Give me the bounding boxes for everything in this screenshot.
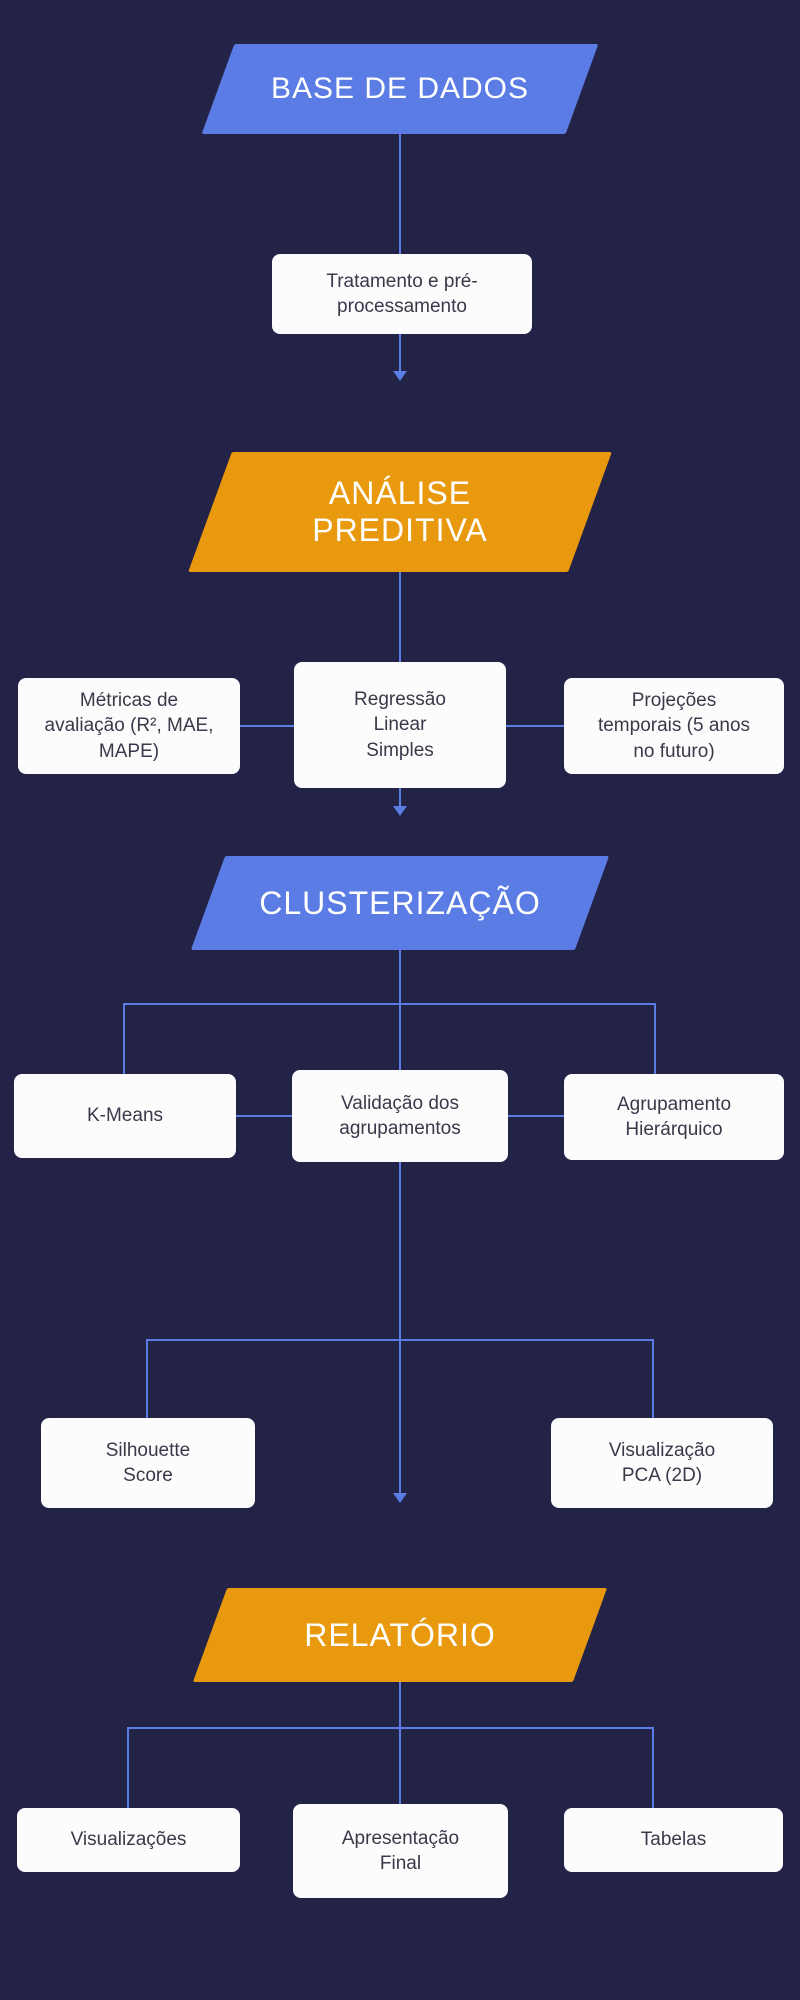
stage-clusterizacao-label: CLUSTERIZAÇÃO [259, 884, 541, 921]
node-regressao: Regressão Linear Simples [294, 662, 506, 788]
connector-line [506, 725, 564, 727]
stage-analise-preditiva-label: ANÁLISE PREDITIVA [312, 475, 488, 548]
node-silhouette: Silhouette Score [41, 1418, 255, 1508]
connector-line [399, 950, 401, 1070]
connector-line [399, 788, 401, 808]
node-pca: Visualização PCA (2D) [551, 1418, 773, 1508]
node-tabelas: Tabelas [564, 1808, 783, 1872]
connector-line [508, 1115, 564, 1117]
node-projecoes: Projeções temporais (5 anos no futuro) [564, 678, 784, 774]
arrow-down-icon [393, 371, 407, 381]
connector-line [399, 134, 401, 254]
node-metricas-label: Métricas de avaliação (R², MAE, MAPE) [44, 690, 214, 762]
connector-line [399, 572, 401, 662]
node-metricas: Métricas de avaliação (R², MAE, MAPE) [18, 678, 240, 774]
node-kmeans-label: K-Means [86, 1105, 164, 1127]
node-agrupamento-hierarquico-label: Agrupamento Hierárquico [616, 1093, 732, 1140]
node-validacao: Validação dos agrupamentos [292, 1070, 508, 1162]
node-kmeans: K-Means [14, 1074, 236, 1158]
node-visualizacoes-label: Visualizações [70, 1829, 187, 1851]
connector-line [654, 1003, 656, 1074]
node-tabelas-label: Tabelas [640, 1829, 707, 1851]
node-pca-label: Visualização PCA (2D) [608, 1439, 716, 1486]
stage-analise-preditiva: ANÁLISE PREDITIVA [210, 452, 590, 572]
connector-line [146, 1339, 148, 1418]
node-silhouette-label: Silhouette Score [105, 1439, 191, 1486]
connector-line [236, 1115, 292, 1117]
stage-clusterizacao: CLUSTERIZAÇÃO [208, 856, 592, 950]
connector-line [652, 1339, 654, 1418]
connector-line [399, 334, 401, 372]
node-visualizacoes: Visualizações [17, 1808, 240, 1872]
connector-line [652, 1727, 654, 1808]
node-agrupamento-hierarquico: Agrupamento Hierárquico [564, 1074, 784, 1160]
connector-line [146, 1339, 654, 1341]
stage-base-de-dados-label: BASE DE DADOS [270, 71, 530, 105]
node-regressao-label: Regressão Linear Simples [354, 689, 446, 761]
connector-line [240, 725, 294, 727]
connector-line [127, 1727, 654, 1729]
connector-line [127, 1727, 129, 1808]
stage-base-de-dados: BASE DE DADOS [218, 44, 582, 134]
connector-line [123, 1003, 656, 1005]
node-tratamento: Tratamento e pré-processamento [272, 254, 532, 334]
connector-line [123, 1003, 125, 1074]
arrow-down-icon [393, 806, 407, 816]
node-tratamento-label: Tratamento e pré-processamento [326, 270, 478, 317]
node-apresentacao-final: Apresentação Final [293, 1804, 508, 1898]
stage-relatorio-label: RELATÓRIO [304, 1616, 496, 1653]
stage-relatorio: RELATÓRIO [210, 1588, 590, 1682]
connector-line [399, 1162, 401, 1494]
arrow-down-icon [393, 1493, 407, 1503]
connector-line [399, 1682, 401, 1804]
node-validacao-label: Validação dos agrupamentos [339, 1092, 461, 1139]
node-projecoes-label: Projeções temporais (5 anos no futuro) [597, 690, 751, 762]
node-apresentacao-final-label: Apresentação Final [341, 1827, 460, 1874]
